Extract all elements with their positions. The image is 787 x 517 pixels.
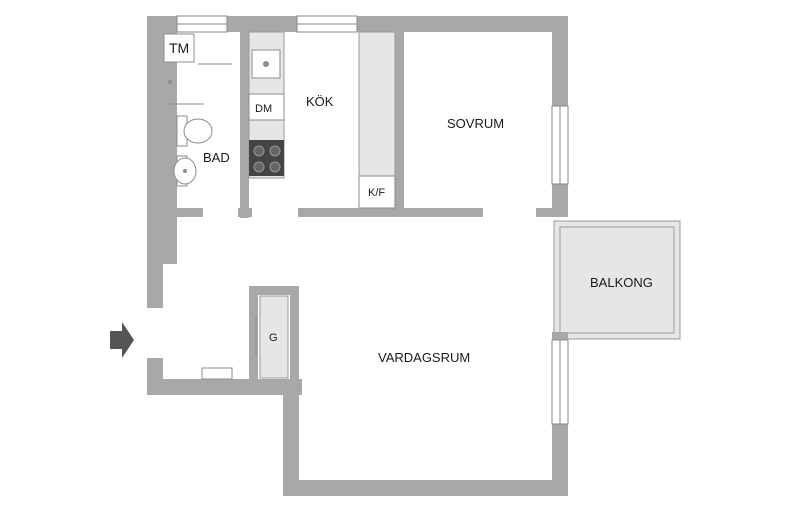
outer-walls xyxy=(147,16,568,496)
wall-right-stub xyxy=(536,208,568,217)
wall-step xyxy=(283,379,299,496)
bath-bottom-left xyxy=(177,208,203,217)
balcony-inner xyxy=(559,226,675,334)
wall-bottom-left xyxy=(147,379,302,395)
entrance-arrow-icon xyxy=(110,322,134,358)
bath-bottom-right xyxy=(238,208,252,217)
inner-walls xyxy=(163,32,483,381)
hall-shelf xyxy=(201,367,233,380)
wall-bottom xyxy=(283,480,568,496)
toilet-bowl xyxy=(183,118,213,144)
fixture-label-dm: DM xyxy=(255,103,272,115)
dishwasher xyxy=(248,93,285,121)
fixture-label-g: G xyxy=(269,332,278,344)
closet-top xyxy=(249,286,299,295)
fixture-label-tm: TM xyxy=(169,40,189,56)
room-label-sovrum: SOVRUM xyxy=(447,116,504,131)
fixture-label-kf: K/F xyxy=(368,187,385,199)
washing-machine xyxy=(163,33,195,63)
room-label-balkong: BALKONG xyxy=(590,275,653,290)
closet-left xyxy=(249,286,258,381)
closet-right xyxy=(290,286,299,381)
wall-left-upper xyxy=(147,16,163,308)
fridge-freezer xyxy=(358,175,396,209)
room-label-kok: KÖK xyxy=(306,94,334,109)
bath-left-thick xyxy=(163,32,177,264)
room-label-vardagsrum: VARDAGSRUM xyxy=(378,350,470,365)
closet-interior xyxy=(259,295,289,379)
kitchen-bedroom-divider xyxy=(395,32,404,217)
room-label-bad: BAD xyxy=(203,150,230,165)
bath-kitchen-wall xyxy=(240,32,249,218)
tall-cabinets xyxy=(358,31,396,177)
kitchen-bedroom-bottom xyxy=(298,208,483,217)
